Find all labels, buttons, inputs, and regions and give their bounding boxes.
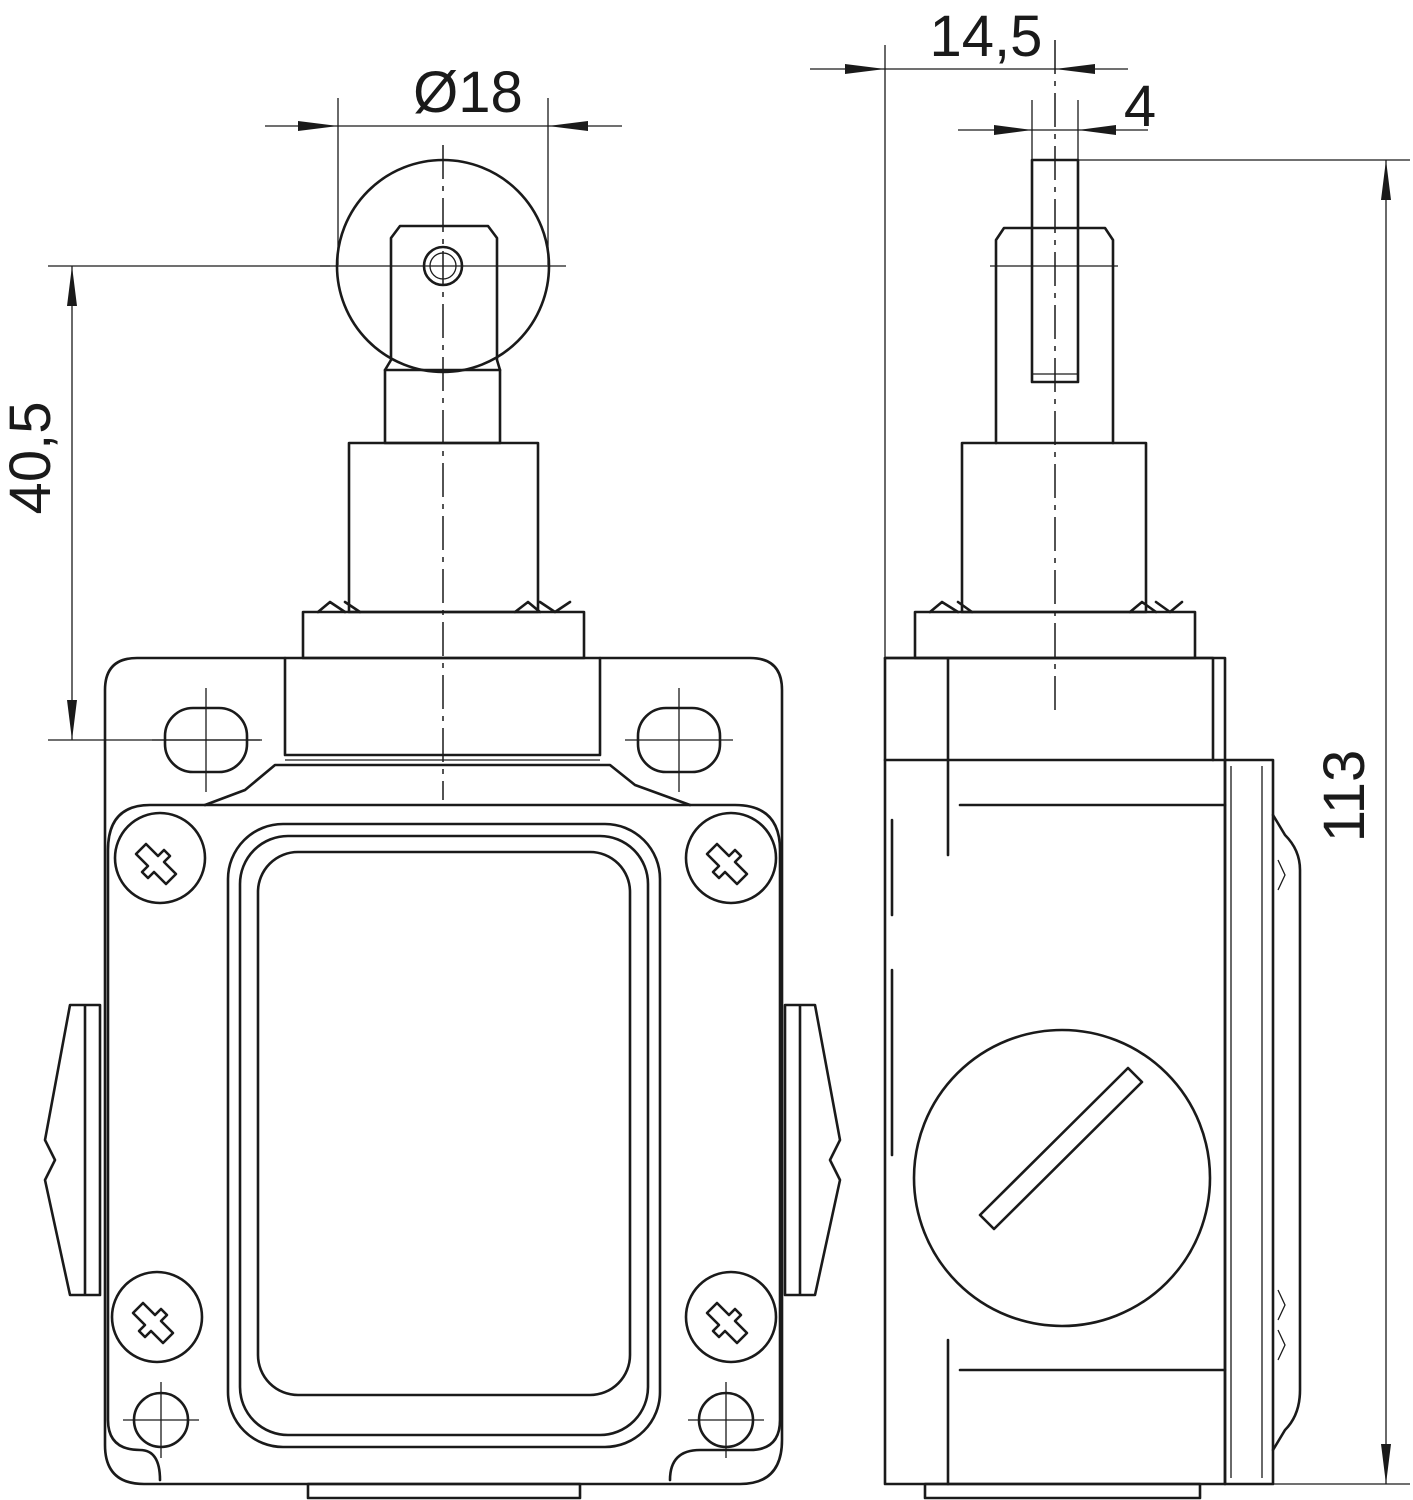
- side-body: [883, 656, 1227, 1486]
- front-screw-top-left: [113, 811, 207, 905]
- front-window-inner: [256, 850, 632, 1397]
- dimension-roller-width: 4: [958, 74, 1156, 160]
- side-round-cover-slot: [978, 1066, 1144, 1231]
- dim-label-roller-width: 4: [1124, 74, 1156, 139]
- side-round-cover: [912, 1028, 1212, 1328]
- front-slot-hole-right: [625, 688, 733, 792]
- front-view: [43, 145, 842, 1500]
- dim-label-plunger-height: 40,5: [0, 402, 63, 515]
- dimension-roller-diameter: Ø18: [265, 60, 622, 265]
- dimension-total-height: 113: [1078, 159, 1410, 1485]
- front-window-middle: [238, 834, 650, 1437]
- side-plunger: [960, 441, 1148, 614]
- front-right-gland: [783, 1003, 842, 1297]
- dim-label-roller-diameter: Ø18: [413, 60, 523, 125]
- front-hole-bottom-right: [688, 1382, 764, 1458]
- side-cover-plate: [1223, 758, 1275, 1486]
- dimension-roller-offset: 14,5: [810, 4, 1128, 810]
- front-left-gland: [43, 1003, 102, 1297]
- front-cover-plate: [106, 803, 782, 1482]
- front-screw-bottom-right: [684, 1270, 778, 1364]
- front-screw-bottom-left: [110, 1270, 204, 1364]
- side-view: [883, 40, 1302, 1500]
- dimension-plunger-height: 40,5: [0, 265, 330, 741]
- front-window-outer: [226, 822, 662, 1449]
- dim-label-roller-offset: 14,5: [930, 4, 1043, 69]
- dim-label-total-height: 113: [1312, 750, 1377, 842]
- front-bottom-tab: [306, 1482, 582, 1500]
- front-lid-edge: [203, 763, 692, 807]
- front-hole-bottom-left: [123, 1382, 199, 1458]
- side-bottom-tab: [923, 1482, 1202, 1500]
- front-screw-top-right: [684, 811, 778, 905]
